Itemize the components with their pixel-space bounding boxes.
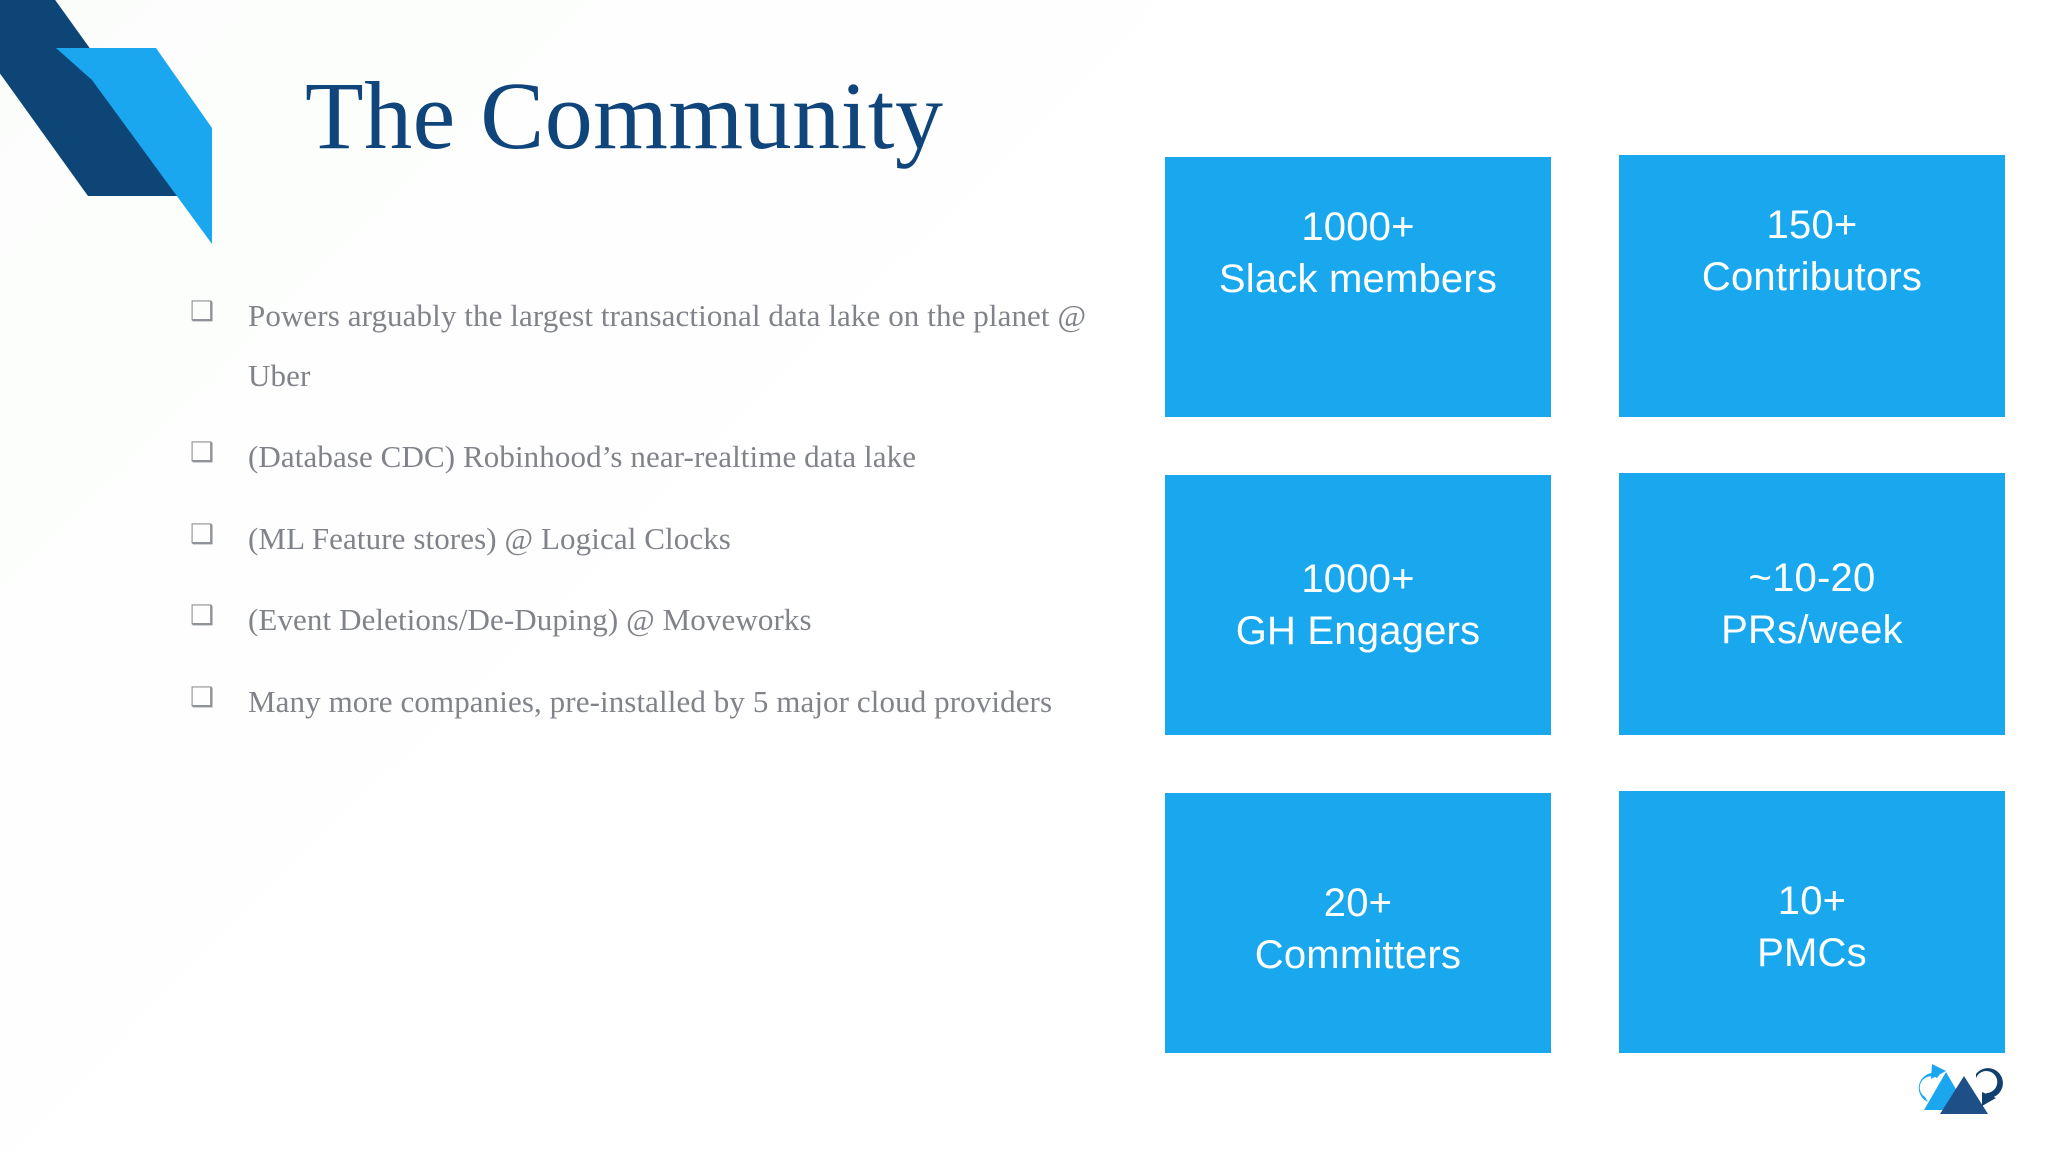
stat-card-content: 150+ Contributors <box>1694 199 1930 303</box>
stat-value: ~10-20 <box>1748 556 1876 600</box>
stat-card-content: ~10-20 PRs/week <box>1713 552 1911 656</box>
stat-label: PRs/week <box>1721 608 1903 652</box>
square-bullet-icon: ❑ <box>190 437 215 469</box>
stat-value: 150+ <box>1766 203 1858 247</box>
stat-label: PMCs <box>1757 931 1867 975</box>
stat-card-contributors: 150+ Contributors <box>1619 155 2005 417</box>
logo-triangle-dark <box>1940 1076 1988 1114</box>
list-item: ❑ Powers arguably the largest transactio… <box>186 286 1126 405</box>
logo-arrowhead-right <box>1982 1092 1996 1106</box>
square-bullet-icon: ❑ <box>190 681 215 713</box>
page-title: The Community <box>305 62 944 169</box>
list-item-label: Many more companies, pre-installed by 5 … <box>248 683 1053 719</box>
stat-card-committers: 20+ Committers <box>1165 793 1551 1053</box>
stat-value: 1000+ <box>1301 205 1415 249</box>
square-bullet-icon: ❑ <box>190 600 215 632</box>
corner-ribbon-decoration <box>0 0 212 244</box>
community-stats-grid: 1000+ Slack members 150+ Contributors 10… <box>1165 155 2005 1053</box>
square-bullet-icon: ❑ <box>190 296 215 327</box>
stat-label: Slack members <box>1218 257 1498 301</box>
logo-arrowhead-left <box>1931 1064 1946 1079</box>
list-item-label: Powers arguably the largest transactiona… <box>248 298 1087 393</box>
stat-value: 10+ <box>1777 879 1847 923</box>
list-item: ❑ (Database CDC) Robinhood’s near-realti… <box>186 427 1126 487</box>
stat-label: Contributors <box>1701 255 1923 299</box>
stat-card-gh-engagers: 1000+ GH Engagers <box>1165 475 1551 735</box>
logo-arrow-left <box>1918 1072 1940 1102</box>
stat-card-prs-per-week: ~10-20 PRs/week <box>1619 473 2005 735</box>
list-item-label: (ML Feature stores) @ Logical Clocks <box>248 520 731 556</box>
stat-card-pmcs: 10+ PMCs <box>1619 791 2005 1053</box>
apache-hudi-logo-icon <box>1918 1064 2003 1114</box>
list-item: ❑ (ML Feature stores) @ Logical Clocks <box>186 509 1126 569</box>
list-item-label: (Event Deletions/De-Duping) @ Moveworks <box>248 602 812 638</box>
logo-arrow-right <box>1976 1068 2003 1098</box>
stat-card-slack-members: 1000+ Slack members <box>1165 157 1551 417</box>
square-bullet-icon: ❑ <box>190 518 215 550</box>
stat-card-content: 10+ PMCs <box>1749 875 1875 979</box>
bullet-list: ❑ Powers arguably the largest transactio… <box>186 286 1126 753</box>
list-item: ❑ (Event Deletions/De-Duping) @ Movework… <box>186 590 1126 650</box>
stat-label: GH Engagers <box>1235 609 1481 653</box>
ribbon-light-stripe <box>56 48 212 244</box>
ribbon-dark-stripe <box>0 0 196 196</box>
stat-value: 1000+ <box>1301 557 1415 601</box>
list-item-label: (Database CDC) Robinhood’s near-realtime… <box>248 439 917 475</box>
stat-label: Committers <box>1254 933 1462 977</box>
stat-value: 20+ <box>1323 881 1393 925</box>
stat-card-content: 1000+ GH Engagers <box>1228 553 1489 657</box>
stat-card-content: 20+ Committers <box>1247 877 1469 981</box>
list-item: ❑ Many more companies, pre-installed by … <box>186 672 1126 732</box>
stat-card-content: 1000+ Slack members <box>1211 201 1505 305</box>
